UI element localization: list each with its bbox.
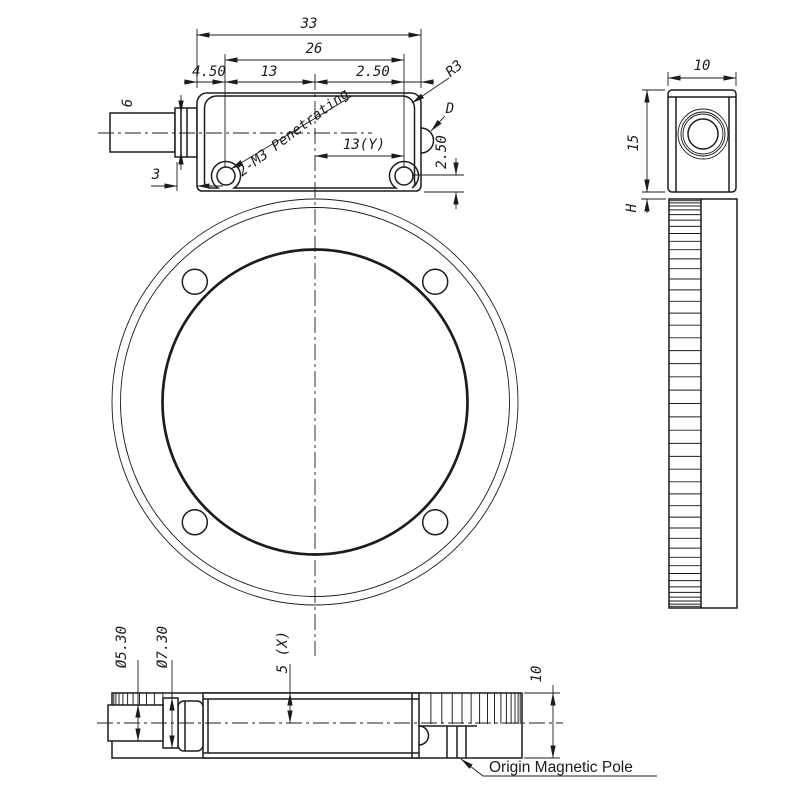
ring-mount-hole — [421, 508, 449, 536]
dim-13y-label: 13(Y) — [343, 137, 385, 153]
dim-5x-label: 5 (X) — [275, 631, 291, 673]
origin-magnetic-pole-label: Origin Magnetic Pole — [489, 759, 633, 776]
dim-side-10: 10 — [667, 58, 737, 86]
cable-boot — [174, 107, 198, 158]
dim-26: 26 — [224, 41, 405, 168]
sensor-front-view — [98, 92, 435, 192]
dim-dia-7.30: Ø7.30 — [155, 626, 175, 749]
dim-bottom-10-label: 10 — [529, 666, 545, 683]
sensor-bottom-body — [202, 692, 430, 759]
cable — [109, 112, 176, 153]
dim-6: 6 — [120, 95, 184, 170]
origin-magnetic-pole-callout: Origin Magnetic Pole — [460, 758, 657, 777]
dim-26-label: 26 — [306, 41, 323, 57]
ring-mount-hole — [181, 508, 209, 536]
dim-dia-7.30-label: Ø7.30 — [155, 626, 171, 668]
cable-gland-bump — [420, 127, 435, 154]
dim-2.50-right: 2.50 — [412, 135, 464, 209]
dim-r3-label: R3 — [443, 57, 466, 80]
dim-side-15: 15 — [626, 89, 665, 193]
dim-3-label: 3 — [151, 167, 160, 183]
dim-4.50-label: 4.50 — [192, 64, 226, 80]
sensor-side-body — [667, 89, 737, 193]
dim-2.50-right-label: 2.50 — [434, 135, 450, 169]
dim-side-h-label: H — [624, 203, 640, 213]
dim-33: 33 — [196, 16, 422, 88]
dim-side-h: H — [624, 178, 666, 213]
dim-side-15-label: 15 — [626, 135, 642, 152]
dim-2.50-top-label: 2.50 — [356, 64, 390, 80]
ring-mount-hole — [181, 268, 209, 296]
dim-13y: 13(Y) — [314, 137, 405, 159]
dim-13-label: 13 — [261, 64, 278, 80]
dim-3: 3 — [151, 162, 223, 191]
dim-6-label: 6 — [120, 99, 136, 107]
dim-side-10-label: 10 — [694, 58, 711, 74]
side-view: 10 15 H — [624, 58, 738, 609]
cable-boot-bottom — [162, 697, 204, 752]
dim-d-label: D — [445, 101, 454, 117]
dim-33-label: 33 — [300, 16, 318, 32]
dim-bottom-10: 10 — [524, 666, 560, 759]
magnetic-pole-stripes-right — [430, 693, 521, 724]
dim-5x: 5 (X) — [275, 631, 293, 724]
sensor-body-outline — [196, 92, 422, 192]
dim-dia-5.30: Ø5.30 — [114, 626, 141, 742]
magnetic-pole-stripes-side — [669, 200, 701, 607]
bottom-view: Ø5.30 Ø7.30 5 (X) 10 Origin Mag — [97, 626, 657, 777]
origin-pole-marks — [446, 726, 467, 758]
callout-r3: R3 — [411, 57, 466, 104]
m3-hole-left — [216, 166, 236, 186]
dim-dia-5.30-label: Ø5.30 — [114, 626, 130, 668]
ring-outer-circle — [111, 198, 519, 606]
cable-entry-hole — [677, 108, 729, 160]
dim-row-4.50-13-2.50: 4.50 13 2.50 — [184, 64, 434, 85]
ring-mount-hole — [421, 268, 449, 296]
callout-d: D — [430, 101, 454, 132]
cable-gland-bump-bottom — [418, 725, 430, 746]
